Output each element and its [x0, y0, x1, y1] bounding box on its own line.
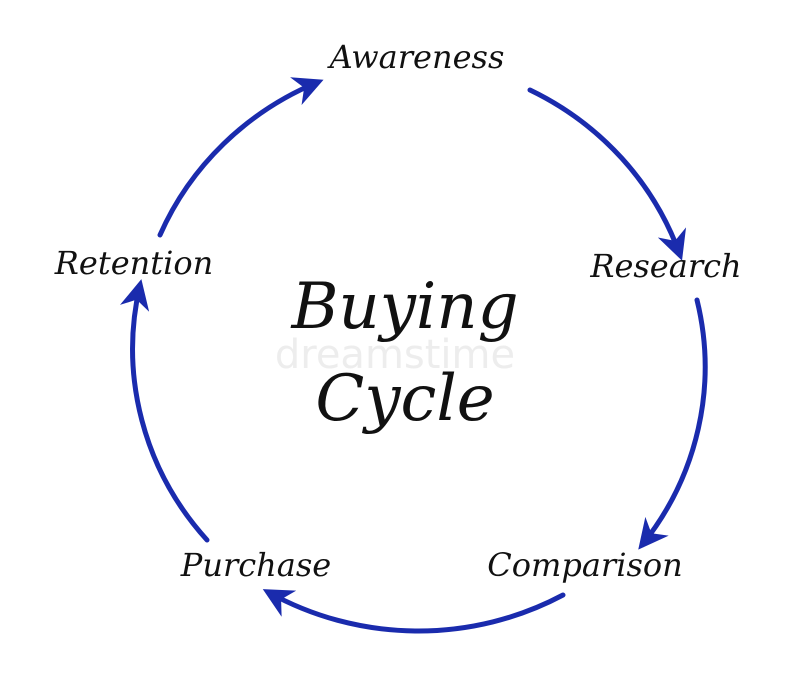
center-title-line2: Cycle — [315, 362, 494, 436]
stage-label-awareness: Awareness — [327, 38, 505, 76]
stage-label-purchase: Purchase — [180, 546, 331, 584]
arrow-retention-to-awareness — [157, 77, 324, 238]
arrow-comparison-to-purchase — [262, 589, 566, 634]
cycle-arrows — [119, 77, 708, 634]
stage-label-retention: Retention — [54, 244, 213, 282]
stage-label-comparison: Comparison — [487, 546, 682, 584]
watermark-text: dreamstime — [275, 332, 515, 378]
arrow-awareness-to-research — [527, 87, 687, 261]
stage-label-research: Research — [589, 247, 741, 285]
arrow-research-to-comparison — [638, 297, 708, 550]
arrow-purchase-to-retention — [119, 279, 210, 543]
center-title-line1: Buying — [290, 270, 518, 344]
